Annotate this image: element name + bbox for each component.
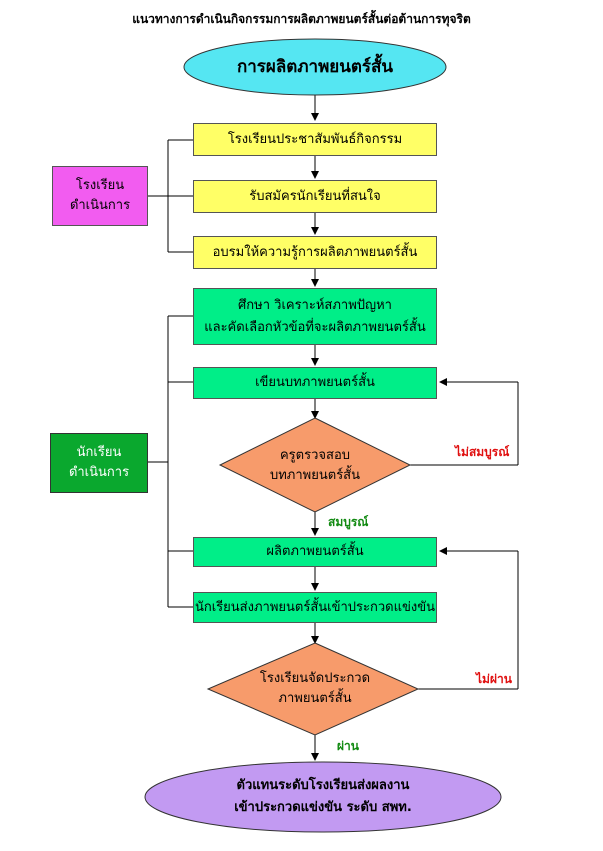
school-actor-box: โรงเรียน ดำเนินการ [52, 166, 148, 226]
label-not-complete: ไม่สมบูรณ์ [455, 445, 510, 459]
decision-contest-label: โรงเรียนจัดประกวด ภาพยนตร์สั้น [259, 671, 371, 706]
end-terminal-label: ตัวแทนระดับโรงเรียนส่งผลงาน เข้าประกวดแข… [234, 778, 412, 815]
decision-contest-shape [206, 642, 420, 736]
label-complete: สมบูรณ์ [328, 515, 369, 529]
step-training: อบรมให้ความรู้การผลิตภาพยนตร์สั้น [193, 236, 437, 269]
page-title: แนวทางการดำเนินกิจกรรมการผลิตภาพยนตร์สั้… [132, 12, 471, 26]
step-register-students: รับสมัครนักเรียนที่สนใจ [193, 180, 437, 213]
decision-review-shape [218, 417, 412, 513]
start-terminal-label: การผลิตภาพยนตร์สั้น [236, 57, 394, 77]
step-submit-contest: นักเรียนส่งภาพยนตร์สั้นเข้าประกวดแข่งขัน [193, 592, 437, 623]
decision-review-label: ครูตรวจสอบ บทภาพยนตร์สั้น [269, 448, 360, 483]
label-not-pass: ไม่ผ่าน [476, 672, 512, 686]
step-analyze-problem: ศึกษา วิเคราะห์สภาพปัญหา และคัดเลือกหัวข… [193, 288, 437, 345]
step-write-script: เขียนบทภาพยนตร์สั้น [193, 367, 437, 399]
label-pass: ผ่าน [337, 739, 359, 753]
student-actor-box: นักเรียน ดำเนินการ [50, 433, 148, 493]
start-terminal-shape [183, 38, 447, 96]
end-terminal-shape [144, 761, 502, 833]
step-produce-film: ผลิตภาพยนตร์สั้น [193, 537, 437, 567]
step-promote-activity: โรงเรียนประชาสัมพันธ์กิจกรรม [193, 123, 437, 156]
